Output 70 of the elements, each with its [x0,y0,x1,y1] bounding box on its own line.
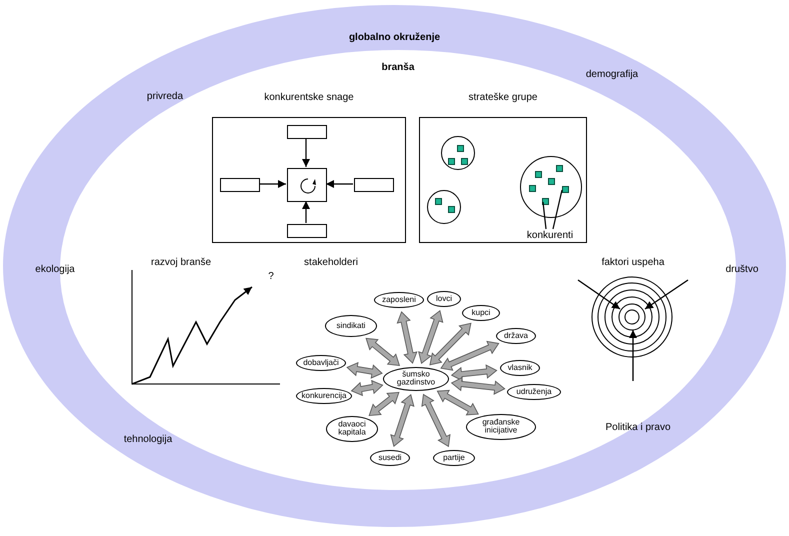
connector-line [542,202,547,230]
connector-line [552,190,563,230]
block-arrow [450,364,498,382]
section-title: razvoj branše [150,257,212,268]
stakeholder-label: država [502,332,529,340]
stakeholder-label: partije [442,454,466,462]
arrow [302,138,310,167]
region-label: demografija [586,69,638,80]
region-label: ekologija [35,264,75,275]
section-title: faktori uspeha [602,257,664,268]
block-arrow [440,340,500,371]
block-arrow [396,311,418,364]
block-arrow [421,394,450,448]
stakeholder-label: sindikati [336,322,366,330]
stakeholder-ellipse [433,450,475,466]
stakeholder-ellipse [325,315,377,337]
region-label: tehnologija [124,434,172,445]
callout-label: konkurenti [526,230,574,242]
stakeholder-ellipse [427,291,461,307]
section-title: strateške grupe [468,92,538,104]
stakeholder-ellipse [507,384,561,400]
stakeholder-ellipse [296,388,352,404]
ring-title: globalno okruženje [348,32,440,44]
stakeholder-label: građanske inicijative [481,418,521,436]
stakeholder-label: vlasnik [506,364,534,372]
stakeholder-ellipse [383,367,449,391]
block-arrow [429,322,472,366]
stakeholder-ellipse [462,305,500,321]
stakeholder-ellipse [370,450,410,466]
stakeholder-ellipse [496,328,536,344]
stakeholder-label: davaoci kapitala [337,420,367,438]
stakeholder-label: lovci [434,294,453,304]
block-arrow [366,338,400,366]
section-title: stakeholderi [304,257,358,268]
center-box [287,168,327,202]
stakeholder-label: šumsko gazdinstvo [396,370,436,388]
stakeholder-ellipse [326,416,378,442]
block-arrow [450,376,506,395]
force-box [287,125,327,139]
block-arrow [350,380,384,396]
stakeholder-label: dobavljači [302,358,340,368]
group-circle [427,190,461,224]
region-label: društvo [726,264,758,275]
arrow [326,180,353,188]
group-circle [441,136,475,170]
block-arrow [436,390,479,416]
arrow [259,180,286,188]
block-arrow [418,310,444,364]
stakeholder-ellipse [374,292,424,308]
force-box [354,178,394,192]
stakeholder-label: zaposleni [381,296,417,304]
industry-title: branša [382,62,414,74]
block-arrow [368,392,400,416]
stakeholder-label: udruženja [515,388,553,396]
question-mark: ? [268,271,274,282]
block-arrow [390,394,414,447]
stakeholder-label: konkurencija [300,392,348,400]
force-box [287,224,327,238]
region-label: privreda [146,91,184,102]
section-title: konkurentske snage [264,92,354,104]
block-arrow [346,362,383,379]
force-box [220,178,260,192]
stakeholder-ellipse [466,414,536,440]
stakeholder-label: kupci [470,308,492,318]
stakeholder-ellipse [500,360,540,376]
stakeholder-ellipse [296,355,346,371]
stakeholder-label: susedi [377,454,403,462]
group-circle [520,156,582,218]
region-label: Politika i pravo [605,422,671,433]
arrow [302,201,310,223]
